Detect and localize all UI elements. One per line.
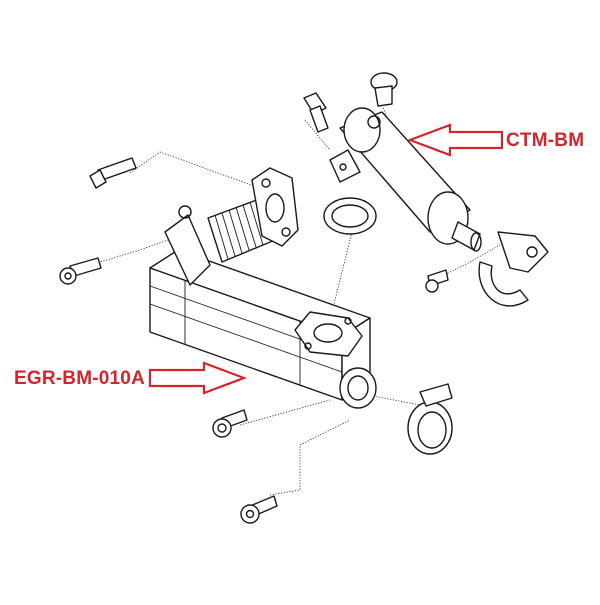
ctm-housing: [329, 107, 482, 252]
pipe-flange: [251, 167, 299, 247]
bolt-bottom: [240, 495, 278, 524]
bolt-lower-left: [212, 409, 248, 438]
corrugated-pipe: [207, 167, 299, 263]
hose-clamp-screw: [419, 383, 453, 407]
egr-cooler-body: [149, 205, 377, 409]
cooler-outlet-port: [339, 367, 377, 409]
bracket-plate: [497, 231, 549, 273]
leader-bolt-top-center: [304, 119, 331, 151]
leader-bolt-bottom: [269, 419, 351, 496]
bracket-hole: [178, 205, 192, 219]
leader-bolt-lower: [239, 399, 331, 426]
hose-clamp: [407, 383, 453, 455]
egr-callout-arrow: [148, 361, 248, 395]
ctm-callout-arrow: [406, 123, 504, 157]
pipe-bracket-clamp: [478, 231, 549, 307]
bolt-mid-left: [59, 257, 102, 285]
ctm-top-port: [367, 115, 381, 129]
flange-port: [313, 323, 343, 343]
leader-oring: [329, 231, 353, 321]
o-ring-outer: [323, 197, 377, 235]
cooler-bracket: [164, 214, 211, 286]
ctm-end-cap: [343, 107, 381, 153]
leader-bolt-top-left: [129, 151, 266, 191]
egr-part-label: EGR-BM-010A: [14, 368, 145, 389]
bolt-top-center: [303, 92, 329, 133]
screw-top-right: [370, 72, 398, 107]
leader-bolt-mid-left: [89, 239, 169, 266]
leader-clamp-bottom: [367, 394, 421, 406]
ctm-part-label: CTM-BM: [506, 130, 585, 151]
bolt-top-left: [89, 157, 137, 189]
ctm-mount-tab: [329, 149, 361, 183]
o-ring: [323, 197, 377, 235]
bolts: [59, 72, 449, 524]
o-ring-inner: [331, 204, 369, 228]
ctm-nozzle: [451, 221, 481, 251]
bolt-small-right: [425, 269, 449, 293]
p-clamp: [478, 261, 529, 307]
